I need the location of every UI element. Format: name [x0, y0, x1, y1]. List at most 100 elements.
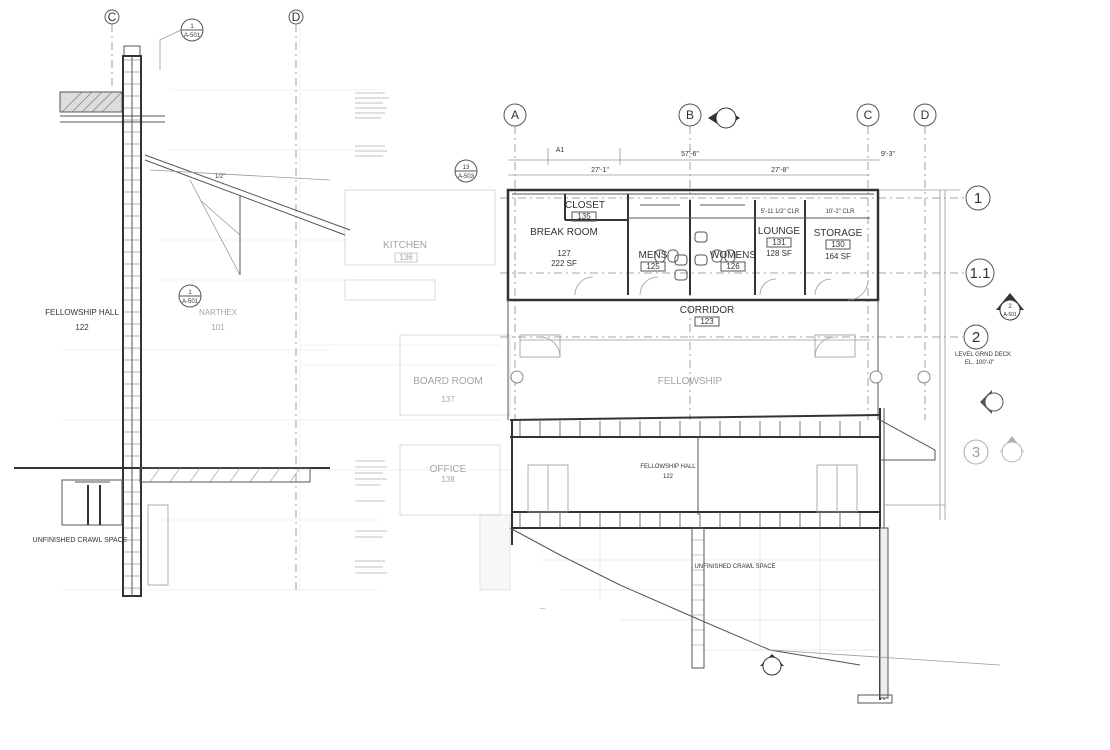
svg-text:C: C — [864, 108, 873, 122]
deck-level-note: LEVEL GRND DECK — [955, 352, 1011, 358]
section-grid-bubble-d: D — [288, 9, 304, 25]
svg-text:1: 1 — [188, 290, 192, 296]
room-label-office: OFFICE 138 — [430, 464, 467, 484]
svg-text:101: 101 — [211, 323, 225, 332]
svg-text:LOUNGE: LOUNGE — [758, 226, 801, 237]
svg-text:164 SF: 164 SF — [825, 252, 851, 261]
section-marker-right-mid — [980, 390, 1004, 414]
spec-notes-block — [355, 92, 389, 574]
svg-text:FELLOWSHIP HALL: FELLOWSHIP HALL — [45, 308, 119, 317]
svg-text:122: 122 — [663, 474, 674, 480]
gravel-fill — [479, 514, 511, 591]
svg-text:B: B — [686, 108, 694, 122]
svg-text:1: 1 — [974, 190, 982, 207]
section-tag-mid: 1 A-501 — [178, 284, 202, 308]
room-label-mens: MENS 125 — [639, 250, 668, 272]
svg-text:NARTHEX: NARTHEX — [199, 308, 238, 317]
svg-text:13: 13 — [463, 165, 470, 171]
svg-text:126: 126 — [726, 262, 740, 271]
left-wall-section: C D 1 A-501 — [14, 9, 351, 597]
svg-text:C: C — [108, 10, 117, 24]
room-label-narthex: NARTHEX 101 — [199, 308, 238, 332]
svg-text:UNFINISHED CRAWL SPACE: UNFINISHED CRAWL SPACE — [694, 564, 775, 570]
svg-text:A-501: A-501 — [184, 33, 201, 39]
room-label-unfinished-left: UNFINISHED CRAWL SPACE — [33, 537, 128, 544]
storage-clear-dim: 10'-2" CLR — [826, 209, 856, 215]
svg-text:122: 122 — [75, 323, 89, 332]
dim-a1: A1 — [556, 147, 565, 154]
section-marker-right-top: 2 A-501 — [996, 293, 1024, 321]
room-label-fellowship-plan: FELLOWSHIP — [658, 376, 723, 387]
room-label-fellowship-hall-left: FELLOWSHIP HALL 122 — [45, 308, 119, 332]
grid-bubble-2: 2 — [963, 324, 989, 350]
floor-plan: A B C D 1 1.1 2 3 — [454, 103, 995, 465]
svg-text:A-501: A-501 — [182, 299, 199, 305]
svg-text:A-503: A-503 — [458, 174, 475, 180]
dim-edge: 9'-3" — [881, 151, 895, 158]
lounge-clear-dim: 5'-11 1/2" CLR — [761, 209, 800, 215]
section-tag-top: 1 A-501 — [159, 18, 204, 70]
svg-text:123: 123 — [700, 317, 714, 326]
svg-text:222 SF: 222 SF — [551, 259, 577, 268]
grid-bubble-b: B — [678, 103, 702, 127]
svg-text:CORRIDOR: CORRIDOR — [680, 305, 734, 316]
grid-bubble-d: D — [913, 103, 937, 127]
room-label-board-room: BOARD ROOM 137 — [413, 376, 482, 404]
room-label-kitchen: KITCHEN 136 — [383, 240, 427, 263]
room-label-womens: WOMENS 126 — [710, 250, 756, 272]
grid-bubble-c: C — [856, 103, 880, 127]
svg-text:2: 2 — [1008, 304, 1012, 310]
dim-right: 27'-8" — [771, 167, 789, 174]
dim-left: 27'-1" — [591, 167, 609, 174]
svg-text:D: D — [921, 108, 930, 122]
grid-bubble-1-1: 1.1 — [965, 258, 995, 288]
svg-text:3: 3 — [972, 444, 980, 461]
section-tag-plan: 13 A-503 — [454, 159, 478, 183]
svg-text:UNFINISHED CRAWL SPACE: UNFINISHED CRAWL SPACE — [33, 537, 128, 544]
svg-text:KITCHEN: KITCHEN — [383, 240, 427, 251]
svg-text:138: 138 — [441, 475, 455, 484]
svg-text:MENS: MENS — [639, 250, 668, 261]
section-grid-bubble-c: C — [104, 9, 120, 25]
room-label-storage: STORAGE 130 164 SF — [814, 228, 863, 261]
right-annotations: 2 A-501 LEVEL GRND DECK EL. 100'-0" — [880, 189, 1024, 520]
grid-bubble-a: A — [503, 103, 527, 127]
svg-text:CLOSET: CLOSET — [565, 200, 605, 211]
svg-text:137: 137 — [441, 395, 455, 404]
dim-overall: 57'-6" — [681, 151, 699, 158]
svg-text:1.1: 1.1 — [970, 265, 991, 282]
svg-text:FELLOWSHIP: FELLOWSHIP — [658, 376, 723, 387]
svg-text:FELLOWSHIP HALL: FELLOWSHIP HALL — [640, 464, 696, 470]
room-label-fellowship-hall-section: FELLOWSHIP HALL 122 — [640, 464, 696, 480]
svg-text:135: 135 — [577, 212, 591, 221]
svg-text:OFFICE: OFFICE — [430, 464, 467, 475]
room-label-break-room: BREAK ROOM 127 222 SF — [530, 227, 598, 268]
section-marker-bottom — [760, 654, 784, 676]
deck-elevation-note: EL. 100'-0" — [965, 360, 994, 366]
svg-text:125: 125 — [646, 262, 660, 271]
svg-text:1: 1 — [190, 24, 194, 30]
svg-text:128 SF: 128 SF — [766, 249, 792, 258]
svg-text:BOARD ROOM: BOARD ROOM — [413, 376, 482, 387]
svg-text:136: 136 — [399, 253, 413, 262]
brick-courses — [123, 59, 141, 589]
section-note: — — [540, 606, 545, 612]
section-marker-right-low — [1000, 436, 1024, 463]
svg-text:131: 131 — [772, 238, 786, 247]
svg-text:WOMENS: WOMENS — [710, 250, 756, 261]
svg-text:D: D — [292, 10, 301, 24]
svg-text:2: 2 — [972, 329, 980, 346]
background-overlay: KITCHEN 136 BOARD ROOM 137 OFFICE 138 NA… — [60, 20, 511, 591]
svg-text:BREAK ROOM: BREAK ROOM — [530, 227, 598, 238]
room-label-unfinished-center: UNFINISHED CRAWL SPACE — [694, 564, 775, 570]
roof-slope-note: 1/2" — [215, 174, 225, 180]
grid-bubble-1: 1 — [965, 185, 991, 211]
grid-bubble-3: 3 — [963, 439, 989, 465]
svg-text:127: 127 — [557, 249, 571, 258]
floor-truss-webs — [519, 512, 861, 528]
room-label-lounge: LOUNGE 131 128 SF — [758, 226, 801, 258]
svg-text:STORAGE: STORAGE — [814, 228, 863, 239]
svg-text:130: 130 — [831, 240, 845, 249]
room-label-closet: CLOSET 135 — [565, 200, 605, 222]
